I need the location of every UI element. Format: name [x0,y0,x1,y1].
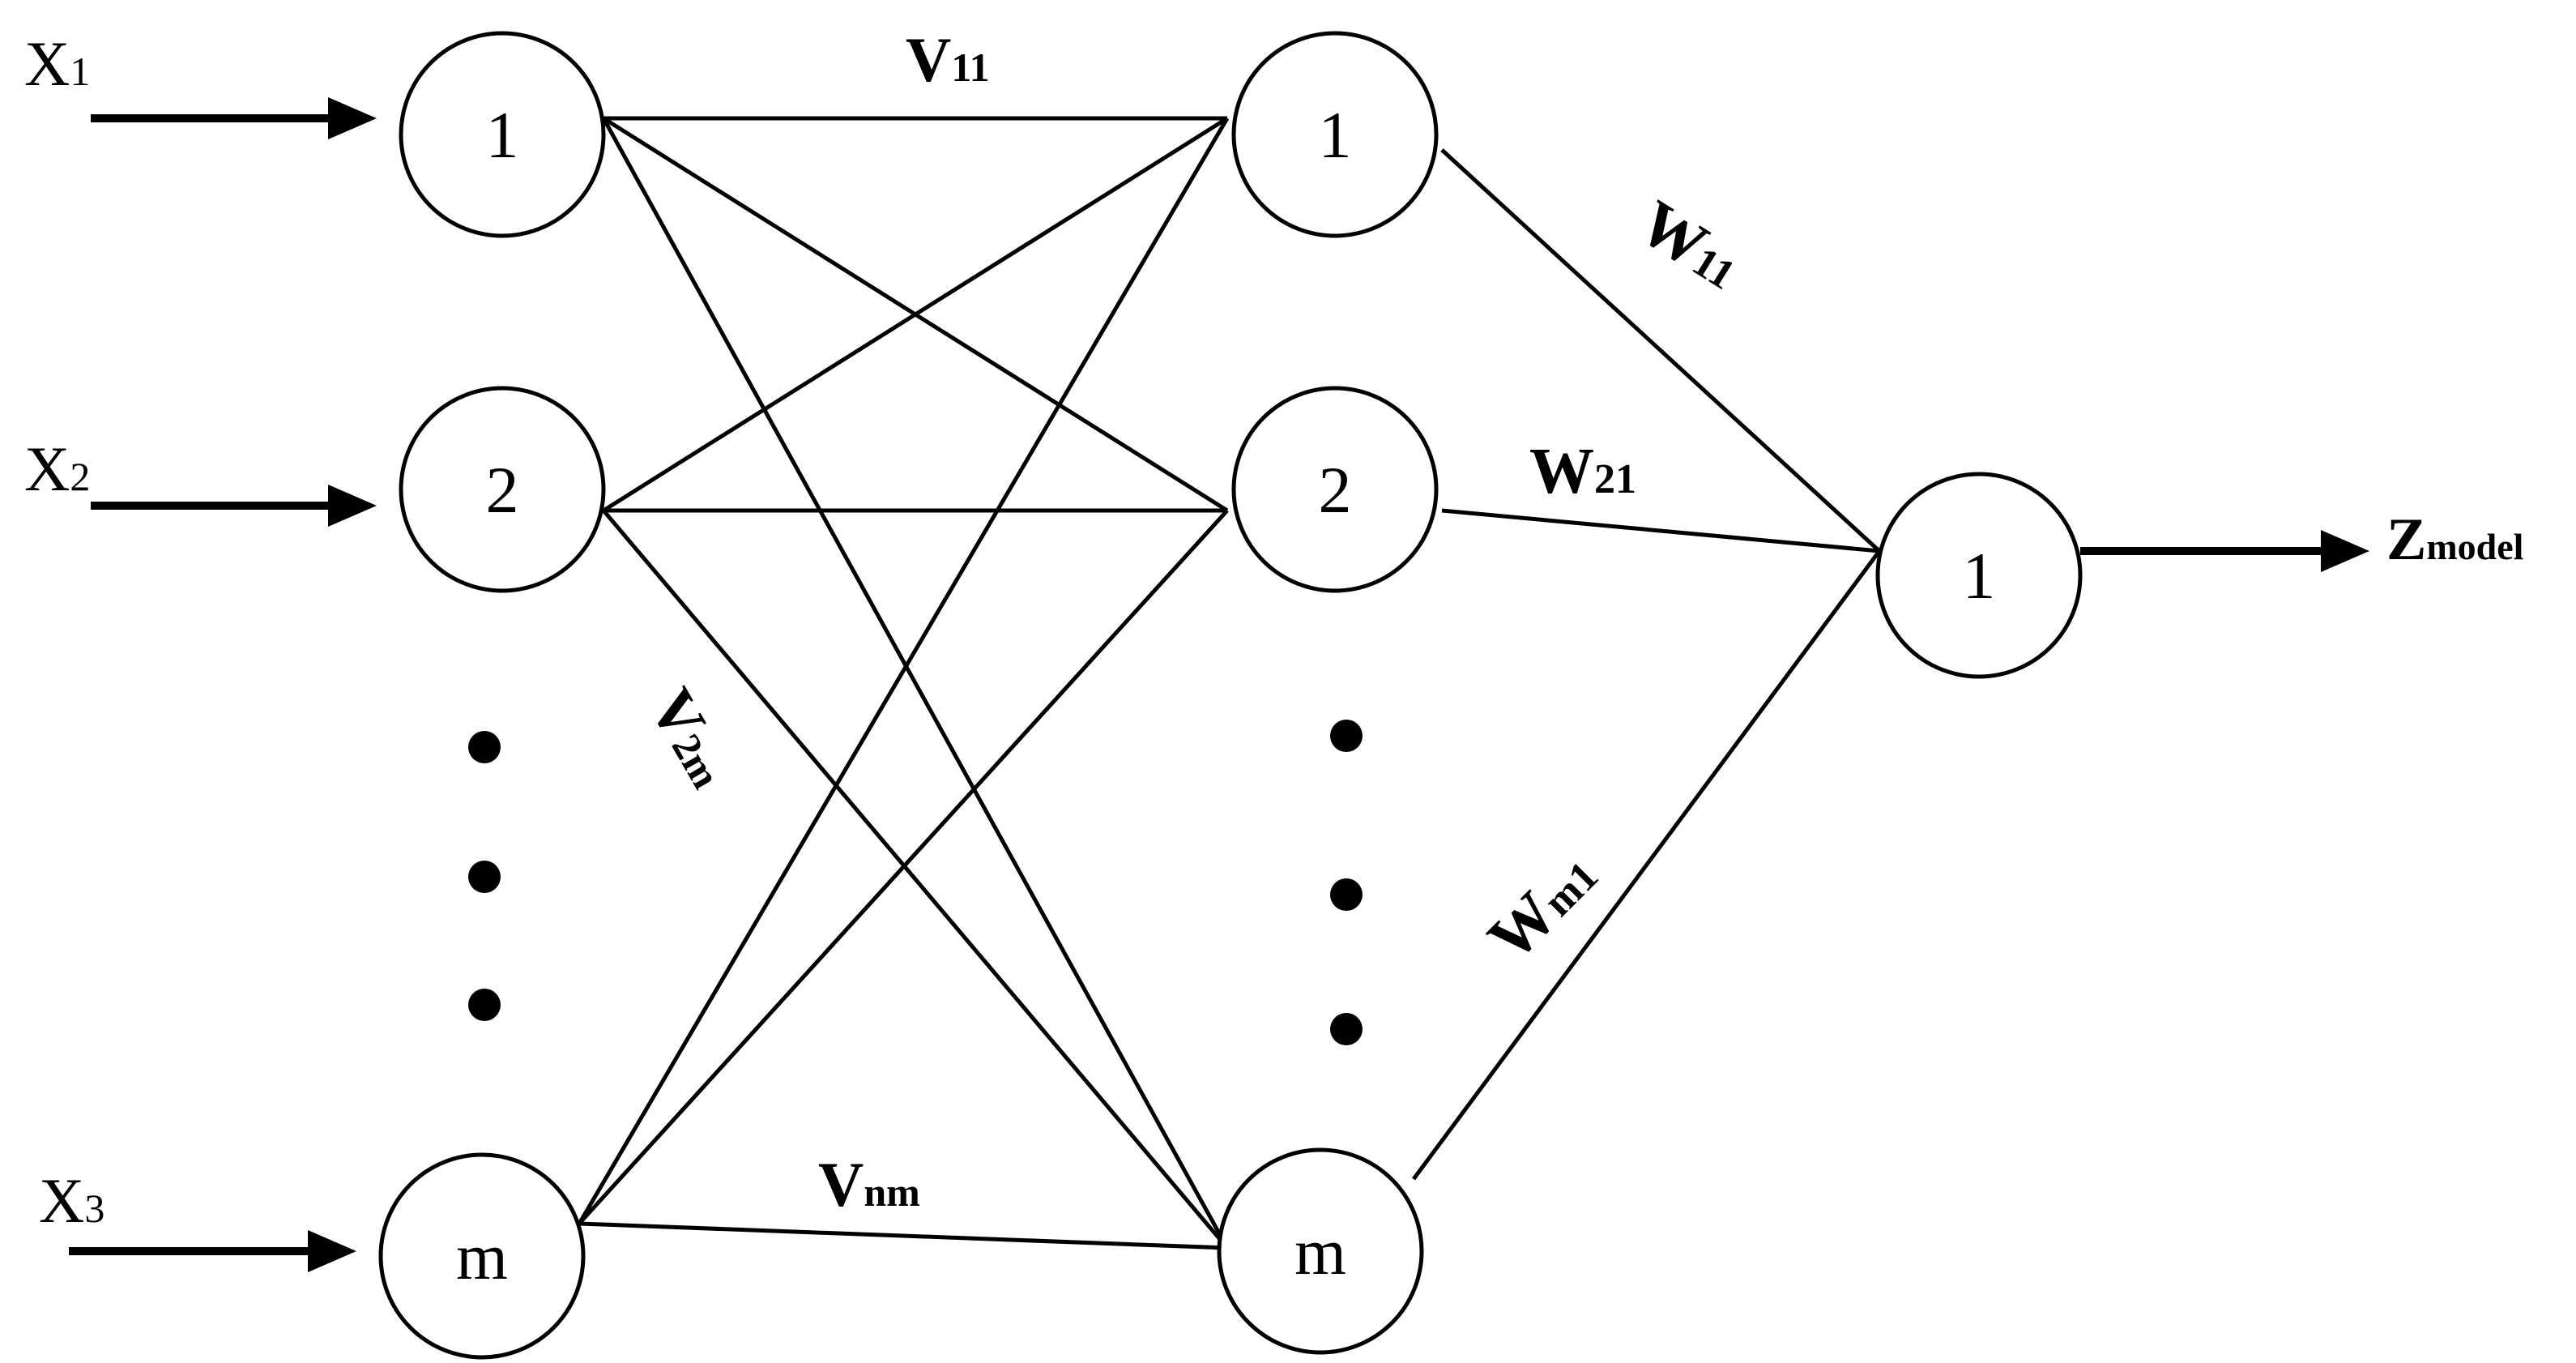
weight-label-v11: V11 [906,24,990,95]
hidden-ellipsis-dot [1330,1013,1363,1045]
edge-hm-o1 [1411,549,1882,1181]
weight-label-wm1: Wm1 [1475,839,1611,975]
input-node-1: 1 [399,31,606,238]
edge-i1-hm [601,117,1230,1250]
edge-h1-o1 [1440,148,1881,553]
input-node-2-label: 2 [486,453,519,527]
hidden-node-1: 1 [1231,31,1439,238]
input-label-x2: X2 [24,434,90,504]
edge-im-hm [578,1221,1228,1250]
input-node-m-label: m [456,1220,508,1293]
input-ellipsis-dot [468,989,501,1021]
output-node-1: 1 [1875,472,2083,679]
output-layer: 1 [1875,472,2083,679]
edge-i2-h1 [602,116,1229,513]
edge-h2-o1 [1441,508,1880,553]
hidden-layer: 1 2 m [1217,31,1439,1355]
input-ellipsis-dot [468,731,501,763]
hidden-node-m: m [1217,1147,1424,1355]
input-node-m: m [378,1152,586,1360]
edge-im-h2 [578,509,1229,1225]
output-arrow-head [2321,530,2369,572]
hidden-output-connections [1411,148,1882,1181]
input-hidden-connections [577,116,1230,1250]
weight-label-w11: W11 [1627,187,1753,303]
edge-im-h1 [577,117,1230,1225]
hidden-ellipsis-dot [1330,878,1363,911]
input-ellipsis-dot [468,861,501,893]
input-arrow-1-head [328,97,377,139]
hidden-ellipsis-dot [1330,720,1363,752]
input-node-1-label: 1 [486,98,519,172]
output-node-1-label: 1 [1963,539,1996,613]
edge-i2-hm [602,509,1229,1250]
input-node-2: 2 [399,386,606,593]
weight-label-w21: W21 [1529,436,1636,507]
input-arrow-3-head [308,1230,356,1272]
hidden-node-2: 2 [1231,386,1439,593]
output-arrow [2080,530,2369,572]
hidden-node-1-label: 1 [1319,98,1352,172]
weight-label-v2m: V2m [636,677,747,798]
hidden-layer-ellipsis [1330,720,1363,1045]
weight-label-vnm: Vnm [818,1149,920,1220]
input-layer-ellipsis [468,731,501,1021]
input-label-x3: X3 [39,1165,104,1236]
hidden-node-2-label: 2 [1319,453,1352,527]
input-arrows [69,97,377,1272]
input-arrow-2-head [328,485,377,527]
input-layer: 1 2 m [378,31,606,1360]
hidden-node-m-label: m [1294,1215,1346,1288]
output-label-zmodel: Zmodel [2386,506,2523,573]
input-label-x1: X1 [24,28,90,99]
